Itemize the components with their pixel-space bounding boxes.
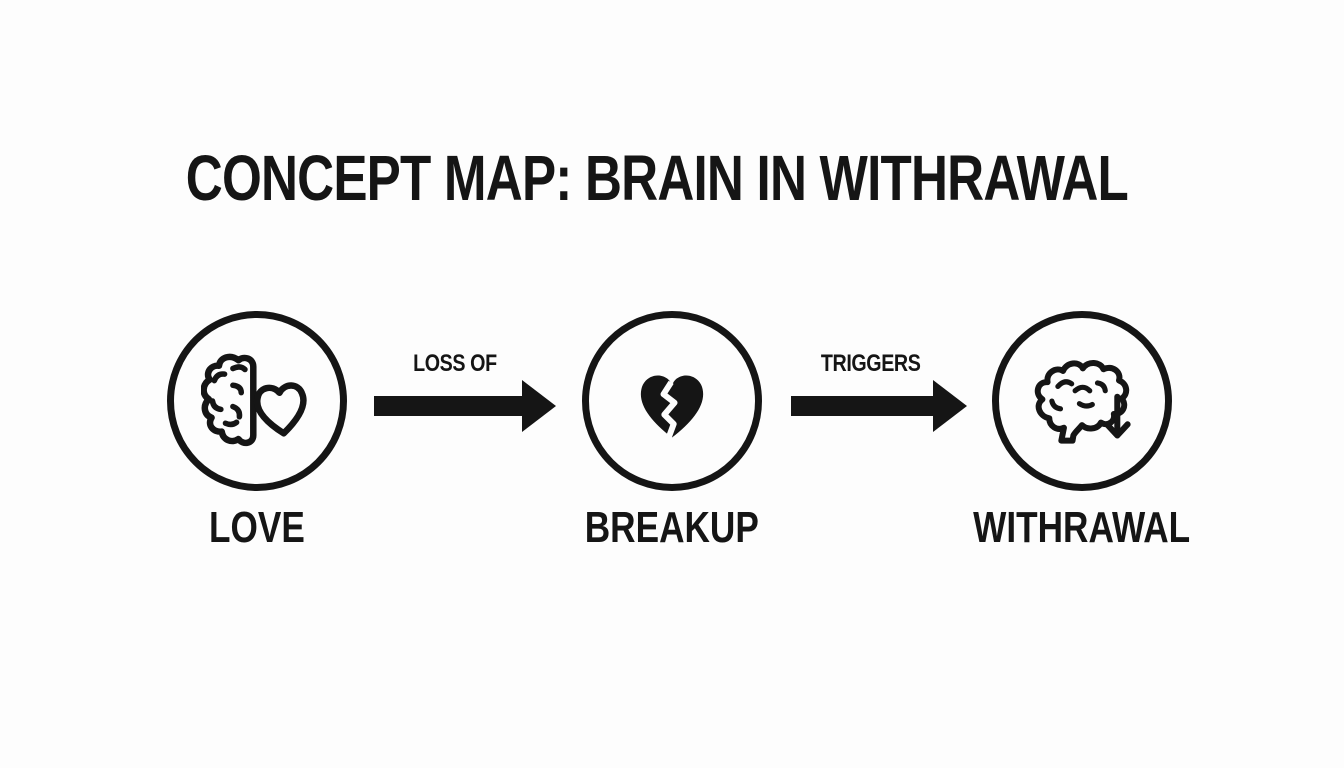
node-breakup [582,311,762,491]
edge-label-loss-of: LOSS OF [413,350,497,377]
broken-heart-icon [640,375,704,442]
node-love [167,311,347,491]
right-arrow-icon [791,380,967,432]
node-label-love: LOVE [209,503,305,552]
arrow-breakup-to-withdrawal [791,378,967,439]
node-withdrawal [992,311,1172,491]
node-label-withdrawal: WITHRAWAL [973,503,1191,552]
brain-down-arrow-icon [1034,359,1131,444]
down-arrow-icon [1103,393,1131,439]
brain-heart-icon [201,353,307,447]
edge-label-triggers: TRIGGERS [821,350,921,377]
right-arrow-icon [374,380,556,432]
page-title-text: CONCEPT MAP: BRAIN IN WITHRAWAL [185,142,1129,214]
node-label-breakup: BREAKUP [584,503,760,552]
arrow-love-to-breakup [374,378,556,439]
page-title: CONCEPT MAP: BRAIN IN WITHRAWAL [0,146,1344,210]
